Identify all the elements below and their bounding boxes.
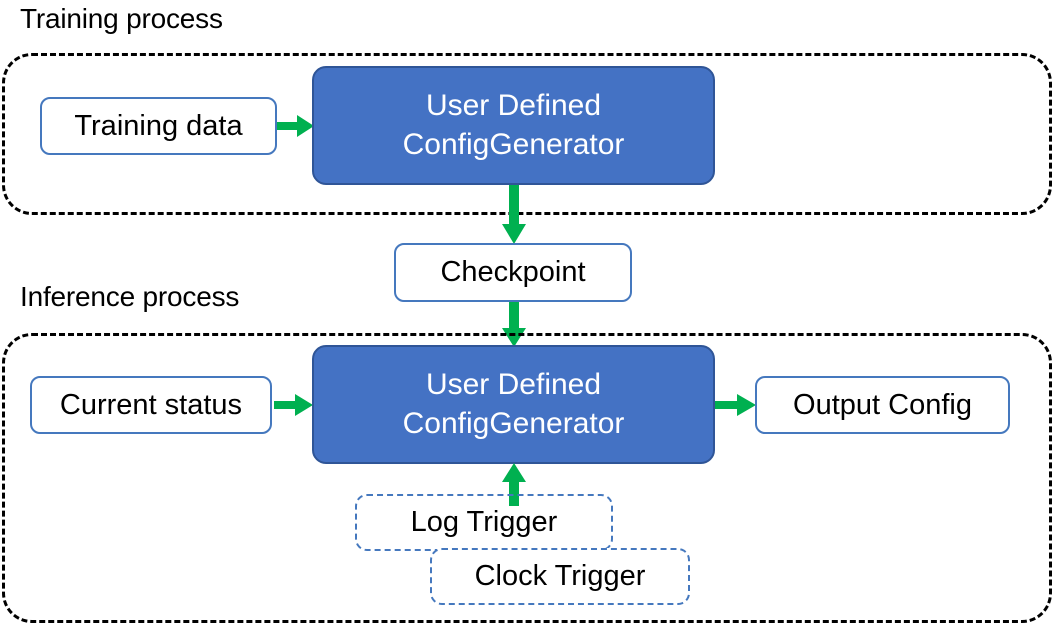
training-generator-line1: User Defined xyxy=(425,89,602,123)
inference-process-container xyxy=(2,333,1052,623)
checkpoint-label: Checkpoint xyxy=(440,256,586,288)
output-config-box[interactable]: Output Config xyxy=(755,376,1010,434)
arrow-training-data-to-generator xyxy=(277,114,315,138)
log-trigger-label: Log Trigger xyxy=(410,506,558,538)
output-config-label: Output Config xyxy=(793,388,972,421)
clock-trigger-box[interactable]: Clock Trigger xyxy=(430,548,690,605)
arrow-training-generator-to-checkpoint xyxy=(501,185,527,245)
arrow-current-status-to-generator xyxy=(274,393,314,417)
training-data-box[interactable]: Training data xyxy=(40,97,277,155)
log-trigger-box[interactable]: Log Trigger xyxy=(355,494,613,551)
arrow-triggers-to-generator xyxy=(501,463,527,507)
clock-trigger-label: Clock Trigger xyxy=(474,560,646,592)
current-status-box[interactable]: Current status xyxy=(30,376,272,434)
arrow-generator-to-output-config xyxy=(715,393,757,417)
training-process-title: Training process xyxy=(20,3,223,34)
training-generator-line2: ConfigGenerator xyxy=(402,127,625,161)
checkpoint-box[interactable]: Checkpoint xyxy=(394,243,632,302)
inference-generator-line2: ConfigGenerator xyxy=(402,406,625,440)
inference-config-generator-box[interactable]: User Defined ConfigGenerator xyxy=(312,345,715,464)
inference-process-title: Inference process xyxy=(20,281,240,312)
current-status-label: Current status xyxy=(59,388,243,421)
training-config-generator-box[interactable]: User Defined ConfigGenerator xyxy=(312,66,715,185)
inference-generator-line1: User Defined xyxy=(425,368,602,402)
training-process-container xyxy=(2,53,1052,215)
training-data-label: Training data xyxy=(74,109,243,142)
